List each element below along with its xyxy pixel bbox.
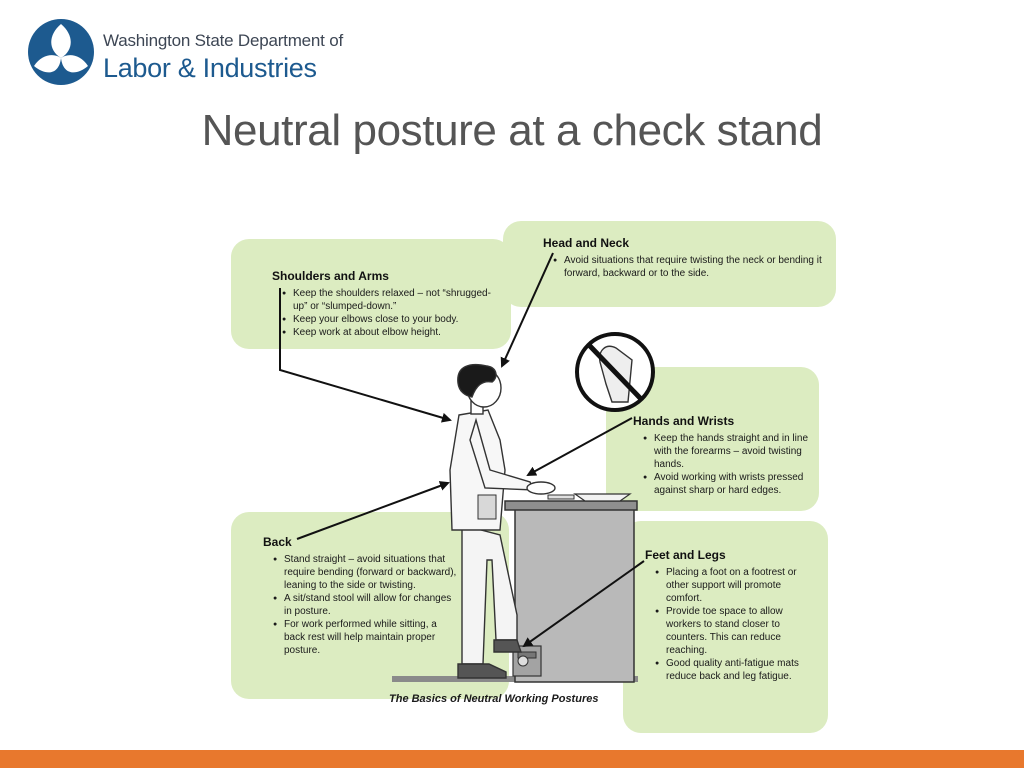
list-item: For work performed while sitting, a back… xyxy=(273,618,459,657)
shoulders-heading: Shoulders and Arms xyxy=(272,269,389,283)
list-item: Keep work at about elbow height. xyxy=(282,326,502,339)
no-bent-wrist-icon xyxy=(575,332,655,412)
head-neck-panel: Head and Neck Avoid situations that requ… xyxy=(503,221,836,307)
list-item: Avoid situations that require twisting t… xyxy=(553,254,828,280)
list-item: A sit/stand stool will allow for changes… xyxy=(273,592,459,618)
list-item: Provide toe space to allow workers to st… xyxy=(655,605,805,657)
feet-list: Placing a foot on a footrest or other su… xyxy=(645,566,805,683)
list-item: Keep the shoulders relaxed – not “shrugg… xyxy=(282,287,502,313)
hands-list: Keep the hands straight and in line with… xyxy=(633,432,813,497)
shoulders-arms-panel: Shoulders and Arms Keep the shoulders re… xyxy=(231,239,511,349)
slide-title: Neutral posture at a check stand xyxy=(201,106,823,155)
agency-logo: Washington State Department of Labor & I… xyxy=(26,18,346,88)
shoulders-list: Keep the shoulders relaxed – not “shrugg… xyxy=(272,287,502,339)
pointer-arrows xyxy=(279,252,645,648)
footrest xyxy=(517,651,537,667)
list-item: Placing a foot on a footrest or other su… xyxy=(655,566,805,605)
feet-legs-panel: Feet and Legs Placing a foot on a footre… xyxy=(623,521,828,733)
head-heading: Head and Neck xyxy=(543,236,630,250)
list-item: Stand straight – avoid situations that r… xyxy=(273,553,459,592)
worker-figure xyxy=(449,363,556,679)
feet-heading: Feet and Legs xyxy=(645,548,726,562)
list-item: Keep the hands straight and in line with… xyxy=(643,432,813,471)
back-list: Stand straight – avoid situations that r… xyxy=(263,553,459,657)
footer-bar xyxy=(0,750,1024,768)
list-item: Keep your elbows close to your body. xyxy=(282,313,502,326)
back-heading: Back xyxy=(263,535,292,549)
figure-caption: The Basics of Neutral Working Postures xyxy=(389,693,599,705)
logo-line-1: Washington State Department of xyxy=(103,31,344,50)
lni-logo-icon xyxy=(28,19,94,85)
head-list: Avoid situations that require twisting t… xyxy=(543,254,828,280)
hands-heading: Hands and Wrists xyxy=(633,414,735,428)
logo-line-2: Labor & Industries xyxy=(103,53,317,83)
list-item: Avoid working with wrists pressed agains… xyxy=(643,471,813,497)
list-item: Good quality anti-fatigue mats reduce ba… xyxy=(655,657,805,683)
